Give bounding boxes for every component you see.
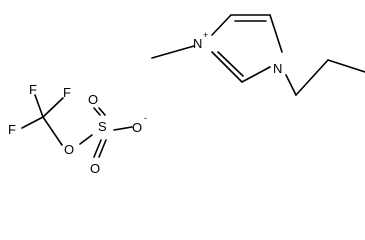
triflate-anion	[21, 94, 133, 158]
atom-n-butyl: N	[273, 61, 282, 76]
bond-n3-methyl	[151, 45, 195, 59]
bond-s-o-top-1	[93, 107, 101, 116]
bond-s-o-bottom-2	[98, 139, 107, 158]
bond-c5-n1	[269, 14, 283, 53]
atom-f3: F	[8, 122, 16, 137]
bond-s-o-bottom-1	[93, 139, 102, 158]
bond-c2-n1	[241, 66, 271, 83]
atom-o-bottom: O	[90, 161, 100, 176]
bond-n1-c1	[285, 74, 297, 96]
atom-o-anion-charge: -	[144, 113, 147, 123]
bond-n3-c2-inner	[217, 51, 244, 77]
chemical-structure-diagram: N + N F F F O S O O O -	[8, 14, 365, 176]
butyl-chain	[285, 59, 365, 96]
atom-o-top: O	[88, 92, 98, 107]
bond-o-s	[79, 134, 93, 145]
bond-s-o-anion	[113, 126, 133, 131]
bond-c1-c2	[295, 59, 329, 96]
atom-f2: F	[63, 85, 71, 100]
bond-c4-n3	[211, 14, 232, 36]
atom-n-methyl-charge: +	[203, 30, 208, 40]
atom-n-methyl: N	[193, 36, 202, 51]
bond-n3-c2	[211, 51, 243, 83]
bond-c-f-right	[42, 97, 64, 118]
atom-s: S	[98, 119, 107, 134]
bond-c-f-top	[34, 94, 44, 118]
bond-c2-c3	[327, 59, 365, 73]
bond-s-o-top-2	[98, 107, 106, 116]
bond-c-o-ester	[42, 116, 63, 146]
atom-o-ester: O	[64, 142, 74, 157]
atom-f1: F	[29, 82, 37, 97]
bond-c-f-left	[21, 116, 44, 129]
imidazolium-ring	[211, 14, 283, 83]
atom-o-anion: O	[132, 120, 142, 135]
